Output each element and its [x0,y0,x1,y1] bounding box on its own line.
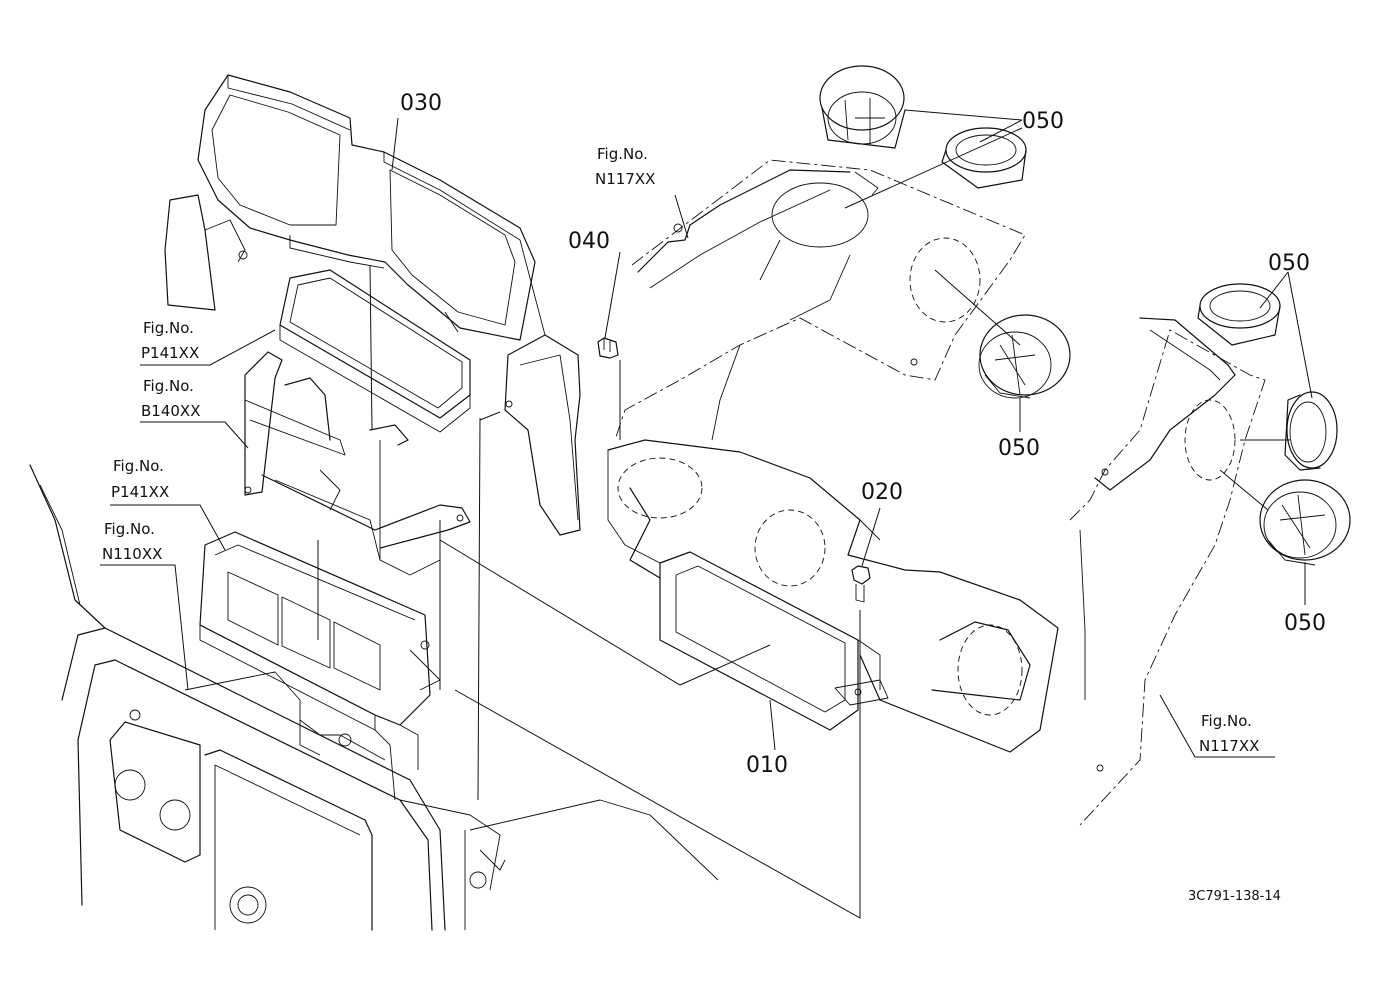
label-020[interactable]: 020 [861,480,903,505]
label-040[interactable]: 040 [568,229,610,254]
fig-ref-n117-right-line1: Fig.No. [1201,712,1252,730]
fig-ref-p141-top-line2[interactable]: P141XX [141,344,199,362]
part-040-screw[interactable] [597,337,619,359]
fig-ref-b140-line2[interactable]: B140XX [141,402,200,420]
part-050-vent-6[interactable] [1259,479,1351,566]
part-050-vent-4[interactable] [1197,283,1281,346]
leader-lines [100,109,1313,919]
fig-ref-b140-line1: Fig.No. [143,377,194,395]
fig-ref-n110-line1: Fig.No. [104,520,155,538]
part-010-main-duct[interactable] [607,439,1059,753]
figure-reference-labels: Fig.No. P141XX Fig.No. B140XX Fig.No. P1… [102,145,1259,755]
fig-ref-n110-line2[interactable]: N110XX [102,545,162,563]
part-050-vent-2[interactable] [941,127,1027,189]
fig-ref-n117-right-line2[interactable]: N117XX [1199,737,1259,755]
label-030[interactable]: 030 [400,91,442,116]
part-050-vent-5[interactable] [1284,391,1338,471]
fig-ref-p141-mid-line1: Fig.No. [113,457,164,475]
label-050-b[interactable]: 050 [998,436,1040,461]
duct-p141-upper [279,269,471,433]
shroud-n117-upper [614,159,1026,441]
part-050-vent-1[interactable] [819,65,906,149]
part-number-labels: 030 040 050 050 050 050 020 010 [400,91,1326,778]
fig-ref-n117-top-line2[interactable]: N117XX [595,170,655,188]
duct-p141-lower [199,531,441,770]
fig-ref-p141-top-line1: Fig.No. [143,319,194,337]
bracket-b140 [244,351,471,600]
shroud-n117-right [1069,317,1266,826]
fig-ref-p141-mid-line2[interactable]: P141XX [111,483,169,501]
body-frame-n110 [29,464,719,931]
fig-ref-n117-top-line1: Fig.No. [597,145,648,163]
label-050-c[interactable]: 050 [1268,251,1310,276]
part-050-vent-3[interactable] [978,314,1071,399]
drawing-code: 3C791-138-14 [1188,889,1281,904]
part-030-dash-panel[interactable] [164,74,581,536]
part-020-bolt[interactable] [851,565,871,603]
label-050-d[interactable]: 050 [1284,611,1326,636]
label-050-a[interactable]: 050 [1022,109,1064,134]
label-010[interactable]: 010 [746,753,788,778]
